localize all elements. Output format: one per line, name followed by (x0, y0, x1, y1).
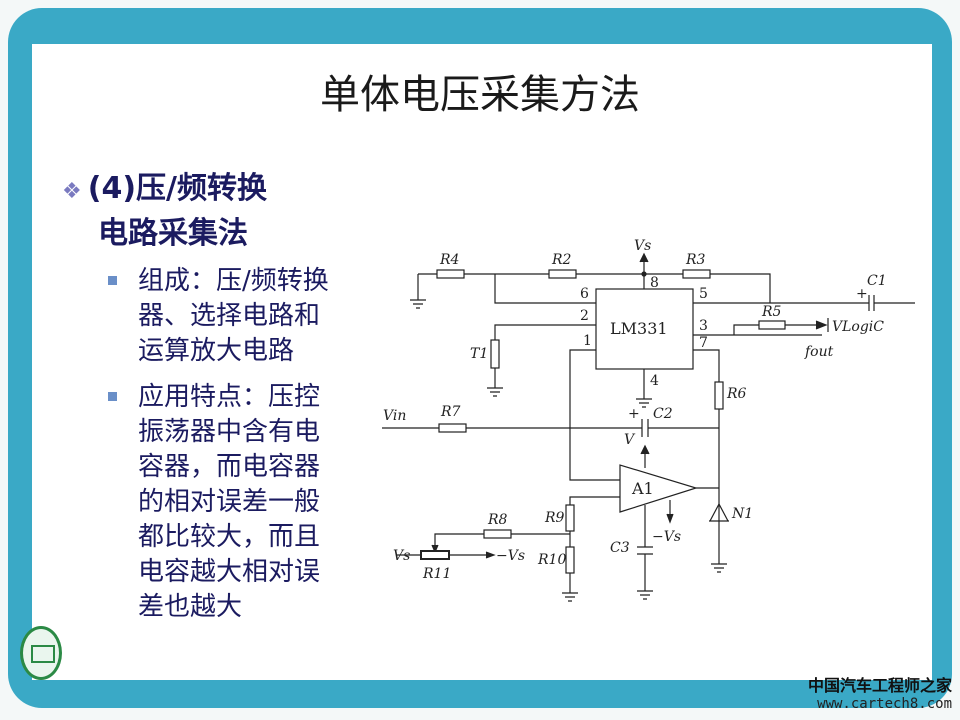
pin-label: 1 (583, 333, 592, 349)
diamond-bullet-icon: ❖ (62, 179, 82, 204)
bullet-line: 容器，而电容器 (138, 452, 321, 482)
label: −Vs (652, 529, 681, 545)
section-heading: ❖(4)压/频转换 电路采集法 (62, 168, 267, 255)
label: Vs (393, 548, 410, 564)
label: fout (804, 344, 834, 360)
bullet-line: 都比较大，而且 (138, 522, 321, 552)
bullet-composition: 组成：压/频转换 器、选择电路和 运算放大电路 (108, 264, 368, 369)
pin-label: 7 (699, 335, 708, 351)
label: R3 (685, 252, 706, 268)
label: T1 (470, 346, 488, 362)
label: C1 (867, 273, 887, 289)
label: R6 (726, 386, 747, 402)
pin-label: 6 (580, 286, 589, 302)
label: −Vs (496, 548, 525, 564)
label: Vs (634, 238, 651, 254)
label: + (856, 286, 868, 302)
bullet-line: 电容越大相对误 (138, 557, 321, 587)
bullet-line: 组成：压/频转换 (138, 266, 329, 296)
pin-label: 8 (650, 275, 659, 291)
pin-label: 4 (650, 373, 659, 389)
label: Vin (383, 408, 406, 424)
chip-label: LM331 (610, 319, 668, 338)
slide-body (32, 44, 932, 680)
opamp-label: A1 (631, 479, 654, 498)
label: R10 (537, 552, 566, 568)
label: N1 (731, 506, 753, 522)
label: C2 (653, 406, 673, 422)
label: R11 (422, 566, 451, 582)
bullet-line: 差也越大 (138, 592, 243, 622)
bullet-line: 运算放大电路 (138, 336, 295, 366)
bullet-features: 应用特点：压控 振荡器中含有电 容器，而电容器 的相对误差一般 都比较大，而且 … (108, 380, 368, 625)
watermark-name: 中国汽车工程师之家 (807, 676, 952, 695)
heading-line-2: 电路采集法 (98, 216, 248, 251)
label: R8 (487, 512, 508, 528)
pin-label: 3 (699, 318, 708, 334)
label: R7 (440, 404, 461, 420)
label: + (628, 406, 640, 422)
bullet-line: 器、选择电路和 (138, 301, 321, 331)
pin-label: 5 (699, 286, 708, 302)
bullet-line: 的相对误差一般 (138, 487, 321, 517)
label: R9 (544, 510, 565, 526)
slide-title: 单体电压采集方法 (320, 72, 640, 118)
wires (382, 252, 915, 602)
label: C3 (610, 540, 630, 556)
lm331-chip (595, 288, 694, 370)
circuit-labels: LM331 A1 Vs R4 R2 R3 C1 + R5 VLogiC fout… (383, 238, 887, 582)
resistors (420, 269, 786, 574)
label: R4 (439, 252, 459, 268)
label: R5 (761, 304, 782, 320)
pin-label: 2 (580, 308, 589, 324)
label: VLogiC (832, 319, 884, 335)
square-bullet-icon (108, 392, 117, 401)
bullet-line: 振荡器中含有电 (138, 417, 321, 447)
bullet-line: 应用特点：压控 (138, 382, 321, 412)
watermark-url: www.cartech8.com (817, 696, 952, 712)
label: R2 (551, 252, 572, 268)
university-logo (20, 626, 62, 680)
heading-line-1: (4)压/频转换 (87, 171, 267, 206)
square-bullet-icon (108, 276, 117, 285)
label: V (624, 432, 636, 448)
